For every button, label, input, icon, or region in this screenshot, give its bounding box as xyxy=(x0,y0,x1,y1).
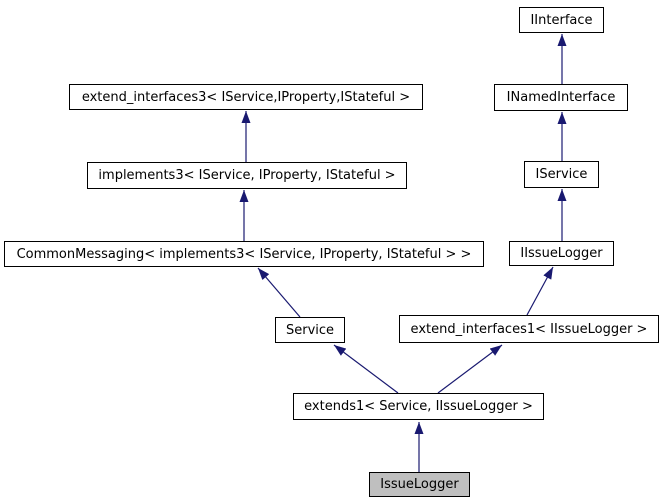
node-issuelogger-current: IssueLogger xyxy=(369,472,470,497)
node-iissuelogger[interactable]: IIssueLogger xyxy=(509,241,614,266)
edge-service-to-commonmessaging xyxy=(257,267,301,318)
node-inamedinterface[interactable]: INamedInterface xyxy=(494,84,628,111)
node-iservice[interactable]: IService xyxy=(524,161,599,188)
edge-extends1-to-extend-interfaces1 xyxy=(437,344,503,394)
node-service[interactable]: Service xyxy=(275,317,345,343)
node-extend-interfaces1[interactable]: extend_interfaces1< IIssueLogger > xyxy=(399,315,659,343)
node-iinterface[interactable]: IInterface xyxy=(519,7,604,33)
node-extend-interfaces3[interactable]: extend_interfaces3< IService,IProperty,I… xyxy=(69,84,423,110)
node-extends1[interactable]: extends1< Service, IIssueLogger > xyxy=(293,393,544,420)
node-implements3[interactable]: implements3< IService, IProperty, IState… xyxy=(87,162,407,189)
edge-extend-interfaces1-to-iissuelogger xyxy=(526,266,554,316)
node-commonmessaging[interactable]: CommonMessaging< implements3< IService, … xyxy=(4,241,484,267)
edge-extends1-to-service xyxy=(333,344,399,394)
